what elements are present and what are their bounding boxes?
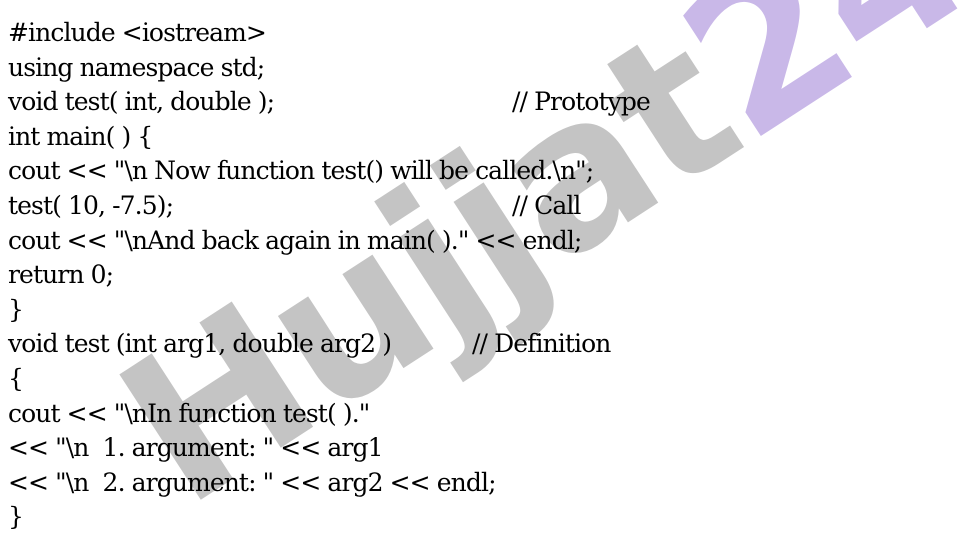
code-comment: // Prototype — [512, 87, 651, 117]
code-text: #include <iostream> — [8, 18, 267, 47]
code-text: return 0; — [8, 260, 114, 290]
code-line: cout << "\nAnd back again in main( )." <… — [8, 224, 593, 259]
code-line: << "\n 2. argument: " << arg2 << endl; — [8, 466, 593, 501]
code-line: int main( ) { — [8, 120, 593, 155]
code-text: << "\n 1. argument: " << arg1 — [8, 433, 383, 463]
code-line: << "\n 1. argument: " << arg1 — [8, 431, 593, 466]
code-text: cout << "\nAnd back again in main( )." <… — [8, 225, 582, 255]
code-text: int main( ) { — [8, 121, 153, 151]
code-listing: #include <iostream>using namespace std;v… — [8, 16, 651, 535]
code-line: cout << "\n Now function test() will be … — [8, 154, 594, 189]
code-line: using namespace std; — [8, 51, 593, 86]
code-line: } — [8, 500, 593, 535]
code-line: { — [8, 362, 593, 397]
code-line: return 0; — [8, 258, 593, 293]
code-text: { — [8, 363, 24, 393]
code-text: cout << "\n Now function test() will be … — [8, 156, 594, 186]
code-text: } — [8, 502, 24, 532]
code-comment: // Definition — [472, 329, 611, 359]
code-text: test( 10, -7.5); — [8, 190, 174, 220]
code-line: } — [8, 293, 593, 328]
code-text: cout << "\nIn function test( )." — [8, 398, 370, 428]
code-text: } — [8, 294, 24, 324]
code-line: #include <iostream> — [8, 16, 593, 51]
code-line: cout << "\nIn function test( )." — [8, 397, 593, 432]
code-text: void test( int, double ); — [8, 87, 275, 117]
code-text: using namespace std; — [8, 52, 265, 82]
code-line: test( 10, -7.5); // Call — [8, 189, 593, 224]
code-text: void test (int arg1, double arg2 ) — [8, 329, 392, 359]
code-comment: // Call — [512, 190, 581, 220]
code-text: << "\n 2. argument: " << arg2 << endl; — [8, 467, 496, 497]
code-line: void test( int, double ); // Prototype — [8, 85, 651, 120]
code-line: void test (int arg1, double arg2 ) // Def… — [8, 327, 611, 362]
